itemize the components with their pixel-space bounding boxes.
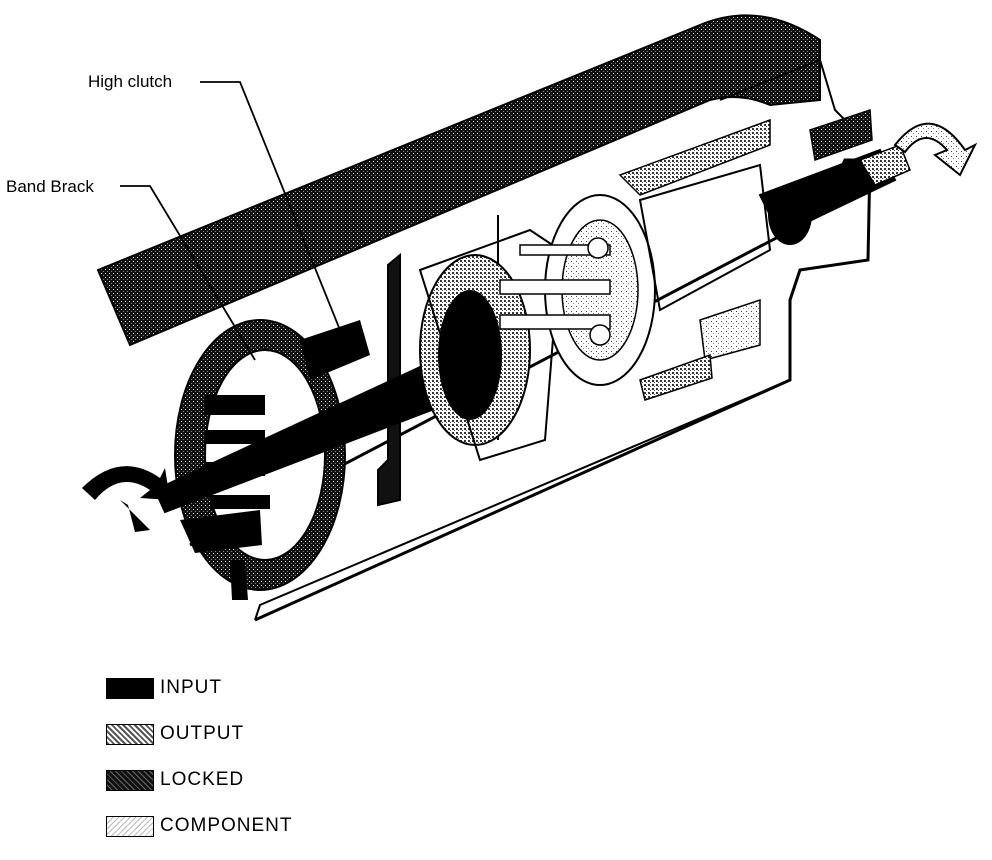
legend-item-component: COMPONENT bbox=[106, 814, 293, 838]
swatch-locked bbox=[106, 769, 154, 791]
ring-gear-output bbox=[418, 228, 562, 462]
input-rotation-arrow-icon bbox=[82, 466, 170, 532]
swatch-output bbox=[106, 723, 154, 745]
band-brake bbox=[96, 14, 846, 347]
output-rotation-arrow-icon bbox=[893, 122, 978, 177]
legend-label-input: INPUT bbox=[160, 677, 222, 698]
legend: INPUT OUTPUT LOCKED COMPONENT bbox=[106, 676, 293, 860]
legend-label-output: OUTPUT bbox=[160, 723, 245, 744]
callout-leaders bbox=[120, 81, 341, 361]
callout-high-clutch: High clutch bbox=[88, 72, 173, 91]
swatch-component bbox=[106, 815, 154, 837]
legend-item-input: INPUT bbox=[106, 676, 293, 700]
legend-item-output: OUTPUT bbox=[106, 722, 293, 746]
legend-item-locked: LOCKED bbox=[106, 768, 293, 792]
legend-label-component: COMPONENT bbox=[160, 815, 293, 836]
output-shaft bbox=[758, 108, 911, 245]
planetary-gearset-cutaway-diagram bbox=[82, 14, 978, 622]
planetary-carrier bbox=[499, 118, 772, 401]
legend-label-locked: LOCKED bbox=[160, 769, 245, 790]
callout-band-brake: Band Brack bbox=[6, 177, 94, 196]
swatch-input bbox=[106, 677, 154, 699]
